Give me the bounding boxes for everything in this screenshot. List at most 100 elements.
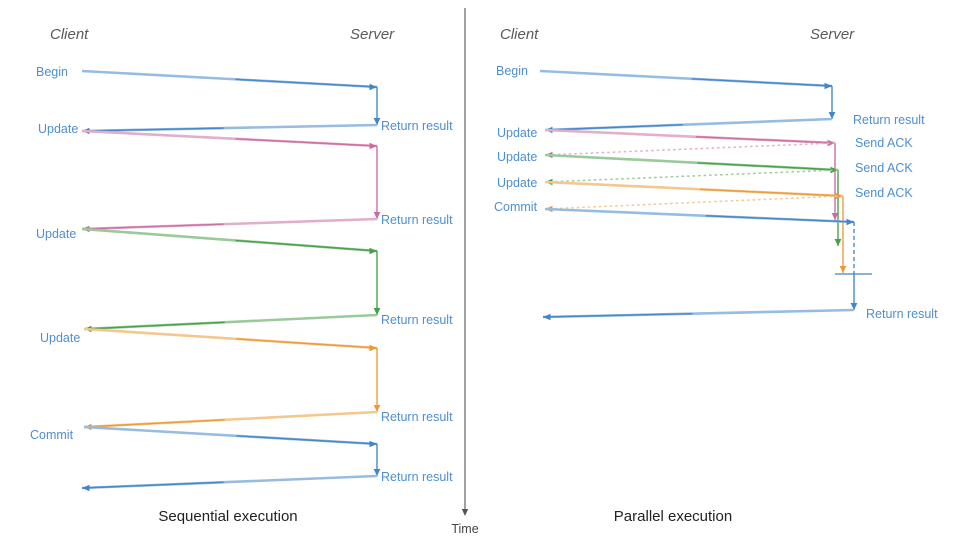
message-label-update1-request: Update	[497, 126, 537, 140]
message-label-commit-request: Commit	[30, 428, 74, 442]
update2-request-arrowhead	[369, 247, 377, 255]
message-update3-return: Return result	[83, 410, 453, 431]
begin-request-arrowhead	[824, 82, 832, 90]
actor-label-client: Client	[500, 26, 539, 43]
message-update2-server-activation	[373, 251, 381, 315]
commit-request-line-core	[705, 215, 855, 223]
update3-ack-line-soft	[544, 195, 844, 210]
message-label-commit-return: Return result	[866, 307, 938, 321]
actor-label-client: Client	[50, 26, 89, 43]
message-commit-request: Commit	[494, 200, 855, 226]
message-label-update3-ack: Send ACK	[855, 186, 913, 200]
begin-request-line-core	[691, 78, 833, 87]
time-axis-arrowhead	[461, 509, 469, 516]
message-begin-return: Return result	[81, 119, 453, 135]
update3-server-activation-arrowhead	[373, 405, 381, 412]
commit-request-line-core	[236, 435, 378, 445]
message-label-commit-request: Commit	[494, 200, 538, 214]
message-label-update1-request: Update	[38, 122, 78, 136]
message-update3-request: Update	[40, 327, 378, 352]
commit-request-arrowhead	[846, 218, 854, 226]
begin-return-line-core	[81, 127, 224, 132]
update2-return-line-core	[83, 321, 225, 330]
message-label-update1-return: Return result	[381, 213, 453, 227]
message-update3-server-activation	[373, 348, 381, 412]
update2-ack-line-soft	[544, 169, 839, 183]
message-label-commit-return: Return result	[381, 470, 453, 484]
begin-request-line-core	[235, 78, 378, 88]
commit-return-arrowhead	[82, 484, 90, 492]
message-update3-request: Update	[497, 176, 844, 200]
message-update2-return: Return result	[83, 313, 453, 333]
commit-return-arrowhead	[543, 313, 551, 321]
message-label-update2-return: Return result	[381, 313, 453, 327]
actor-label-server: Server	[350, 26, 395, 43]
begin-server-activation-arrowhead	[828, 112, 836, 119]
message-commit-server-activation	[373, 444, 381, 476]
message-label-begin-return: Return result	[853, 113, 925, 127]
message-commit-return: Return result	[542, 307, 938, 321]
actor-label-server: Server	[810, 26, 855, 43]
message-commit-return: Return result	[81, 470, 453, 492]
commit-return-line-core	[81, 481, 224, 489]
update3-server-activation-arrowhead	[839, 266, 847, 273]
message-label-begin-request: Begin	[36, 65, 68, 79]
message-update1-server-activation	[831, 143, 839, 220]
commit-server-activation-arrowhead	[850, 303, 858, 310]
update1-request-arrowhead	[369, 142, 377, 150]
update1-server-activation-arrowhead	[373, 212, 381, 219]
update3-request-line-core	[236, 338, 378, 349]
time-axis-label: Time	[451, 522, 478, 536]
message-label-update3-request: Update	[40, 331, 80, 345]
update2-server-activation-arrowhead	[834, 239, 842, 246]
message-update2-request: Update	[497, 150, 839, 174]
message-update1-server-activation	[373, 146, 381, 219]
update2-server-activation-arrowhead	[373, 308, 381, 315]
panel-caption-sequential: Sequential execution	[158, 508, 297, 525]
message-update1-request: Update	[38, 122, 378, 150]
message-label-update2-request: Update	[36, 227, 76, 241]
message-update3-server-activation	[839, 196, 847, 273]
update3-request-line-core	[699, 188, 844, 197]
message-label-begin-return: Return result	[381, 119, 453, 133]
update1-server-activation-arrowhead	[831, 213, 839, 220]
begin-return-line-core	[544, 124, 683, 131]
message-commit-server-activation	[850, 274, 858, 310]
message-update1-request: Update	[497, 126, 836, 147]
update3-request-arrowhead	[369, 344, 377, 352]
message-begin-server-activation	[828, 86, 836, 119]
message-begin-return: Return result	[544, 113, 925, 134]
message-update2-request: Update	[36, 227, 378, 255]
update1-request-arrowhead	[827, 139, 835, 147]
update1-request-line-core	[235, 138, 378, 147]
message-begin-server-activation	[373, 87, 381, 125]
message-label-update2-request: Update	[497, 150, 537, 164]
panel-caption-parallel: Parallel execution	[614, 508, 732, 525]
begin-server-activation-arrowhead	[373, 118, 381, 125]
message-commit-request: Commit	[30, 425, 378, 448]
message-update2-server-activation	[834, 170, 842, 246]
message-begin-request: Begin	[36, 65, 378, 91]
message-label-begin-request: Begin	[496, 64, 528, 78]
update2-request-line-core	[697, 162, 839, 171]
update3-request-arrowhead	[835, 192, 843, 200]
update1-request-line-core	[695, 136, 836, 144]
message-begin-request: Begin	[496, 64, 833, 90]
update1-return-line-core	[81, 223, 224, 230]
message-update1-return: Return result	[81, 213, 453, 233]
update3-return-line-core	[83, 419, 225, 428]
commit-server-activation-arrowhead	[373, 469, 381, 476]
commit-return-line-core	[542, 312, 693, 318]
update2-request-arrowhead	[830, 166, 838, 174]
message-label-update3-return: Return result	[381, 410, 453, 424]
message-label-update1-ack: Send ACK	[855, 136, 913, 150]
message-label-update2-ack: Send ACK	[855, 161, 913, 175]
time-axis-group: Time	[451, 8, 479, 536]
update2-request-line-core	[235, 239, 378, 252]
message-label-update3-request: Update	[497, 176, 537, 190]
